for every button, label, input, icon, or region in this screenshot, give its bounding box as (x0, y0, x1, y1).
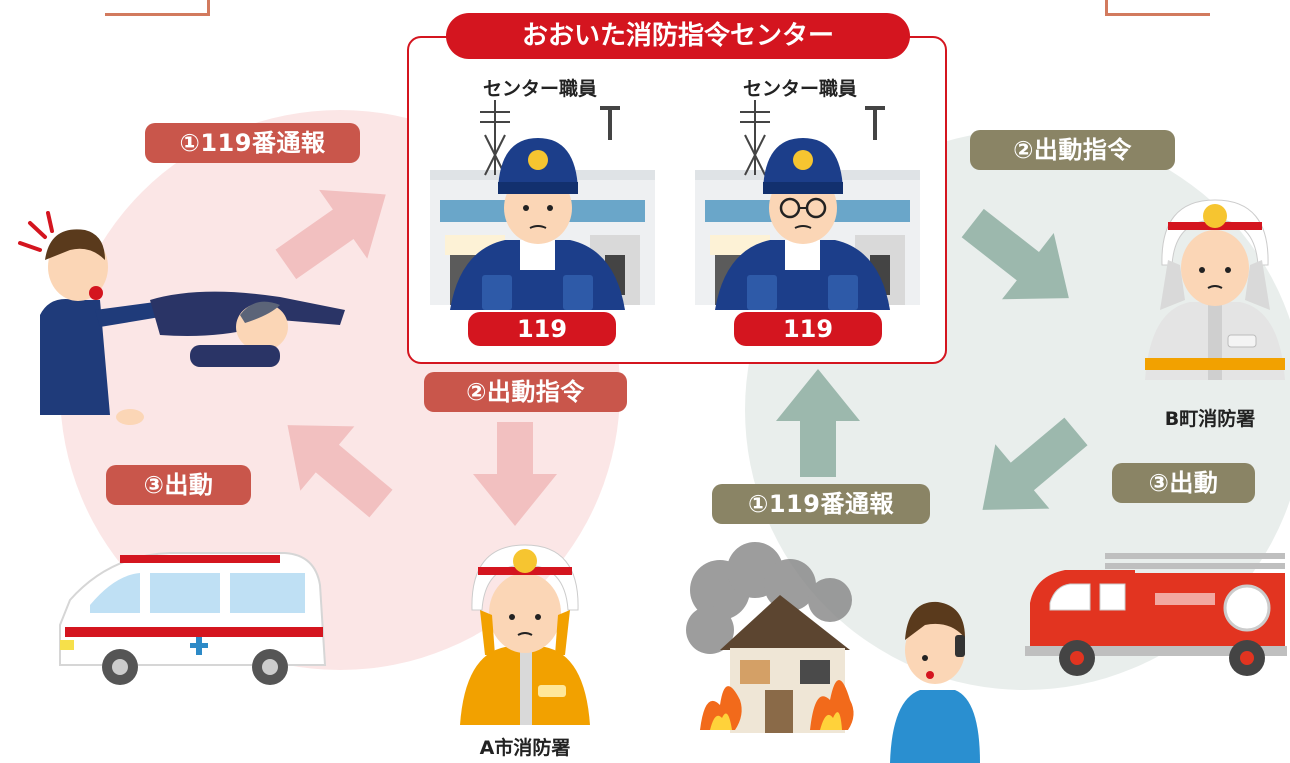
arrow-a-station-to-scene (287, 425, 393, 518)
left-step3-pill: ③出動 (106, 465, 251, 505)
fire-engine-illustration (1025, 553, 1287, 676)
center-staff-left-label: センター職員 (482, 78, 597, 100)
center-staff-right-label: センター職員 (742, 78, 857, 100)
left-step1-pill: ①119番通報 (145, 123, 360, 163)
right-step1-pill: ①119番通報 (712, 484, 930, 524)
center-staff-right-figure (715, 138, 890, 310)
arrow-center-to-b-station (961, 208, 1069, 300)
arrow-fire-caller-to-center (776, 369, 860, 477)
command-center-illustration (430, 100, 920, 310)
a-station-firefighter (460, 544, 590, 725)
badge-119-left: 119 (468, 312, 616, 346)
arrow-center-to-a-station (473, 422, 557, 526)
arrow-caller-to-center (275, 189, 386, 280)
command-center-title: おおいた消防指令センター (446, 13, 910, 59)
a-station-label: A市消防署 (479, 737, 571, 759)
antenna-icon (480, 100, 620, 176)
center-staff-left-figure (450, 138, 625, 310)
arrow-b-station-to-fire (982, 417, 1088, 510)
badge-119-right: 119 (734, 312, 882, 346)
left-step2-pill: ②出動指令 (424, 372, 627, 412)
house-fire-illustration (686, 542, 980, 763)
b-station-firefighter (1145, 199, 1285, 380)
b-station-label: B町消防署 (1164, 408, 1256, 430)
right-step2-pill: ②出動指令 (970, 130, 1175, 170)
right-step3-pill: ③出動 (1112, 463, 1255, 503)
top-right-decoration (1105, 0, 1210, 16)
top-left-decoration (105, 0, 210, 16)
ambulance-illustration (59, 552, 327, 685)
patient-scene-illustration (18, 211, 345, 425)
